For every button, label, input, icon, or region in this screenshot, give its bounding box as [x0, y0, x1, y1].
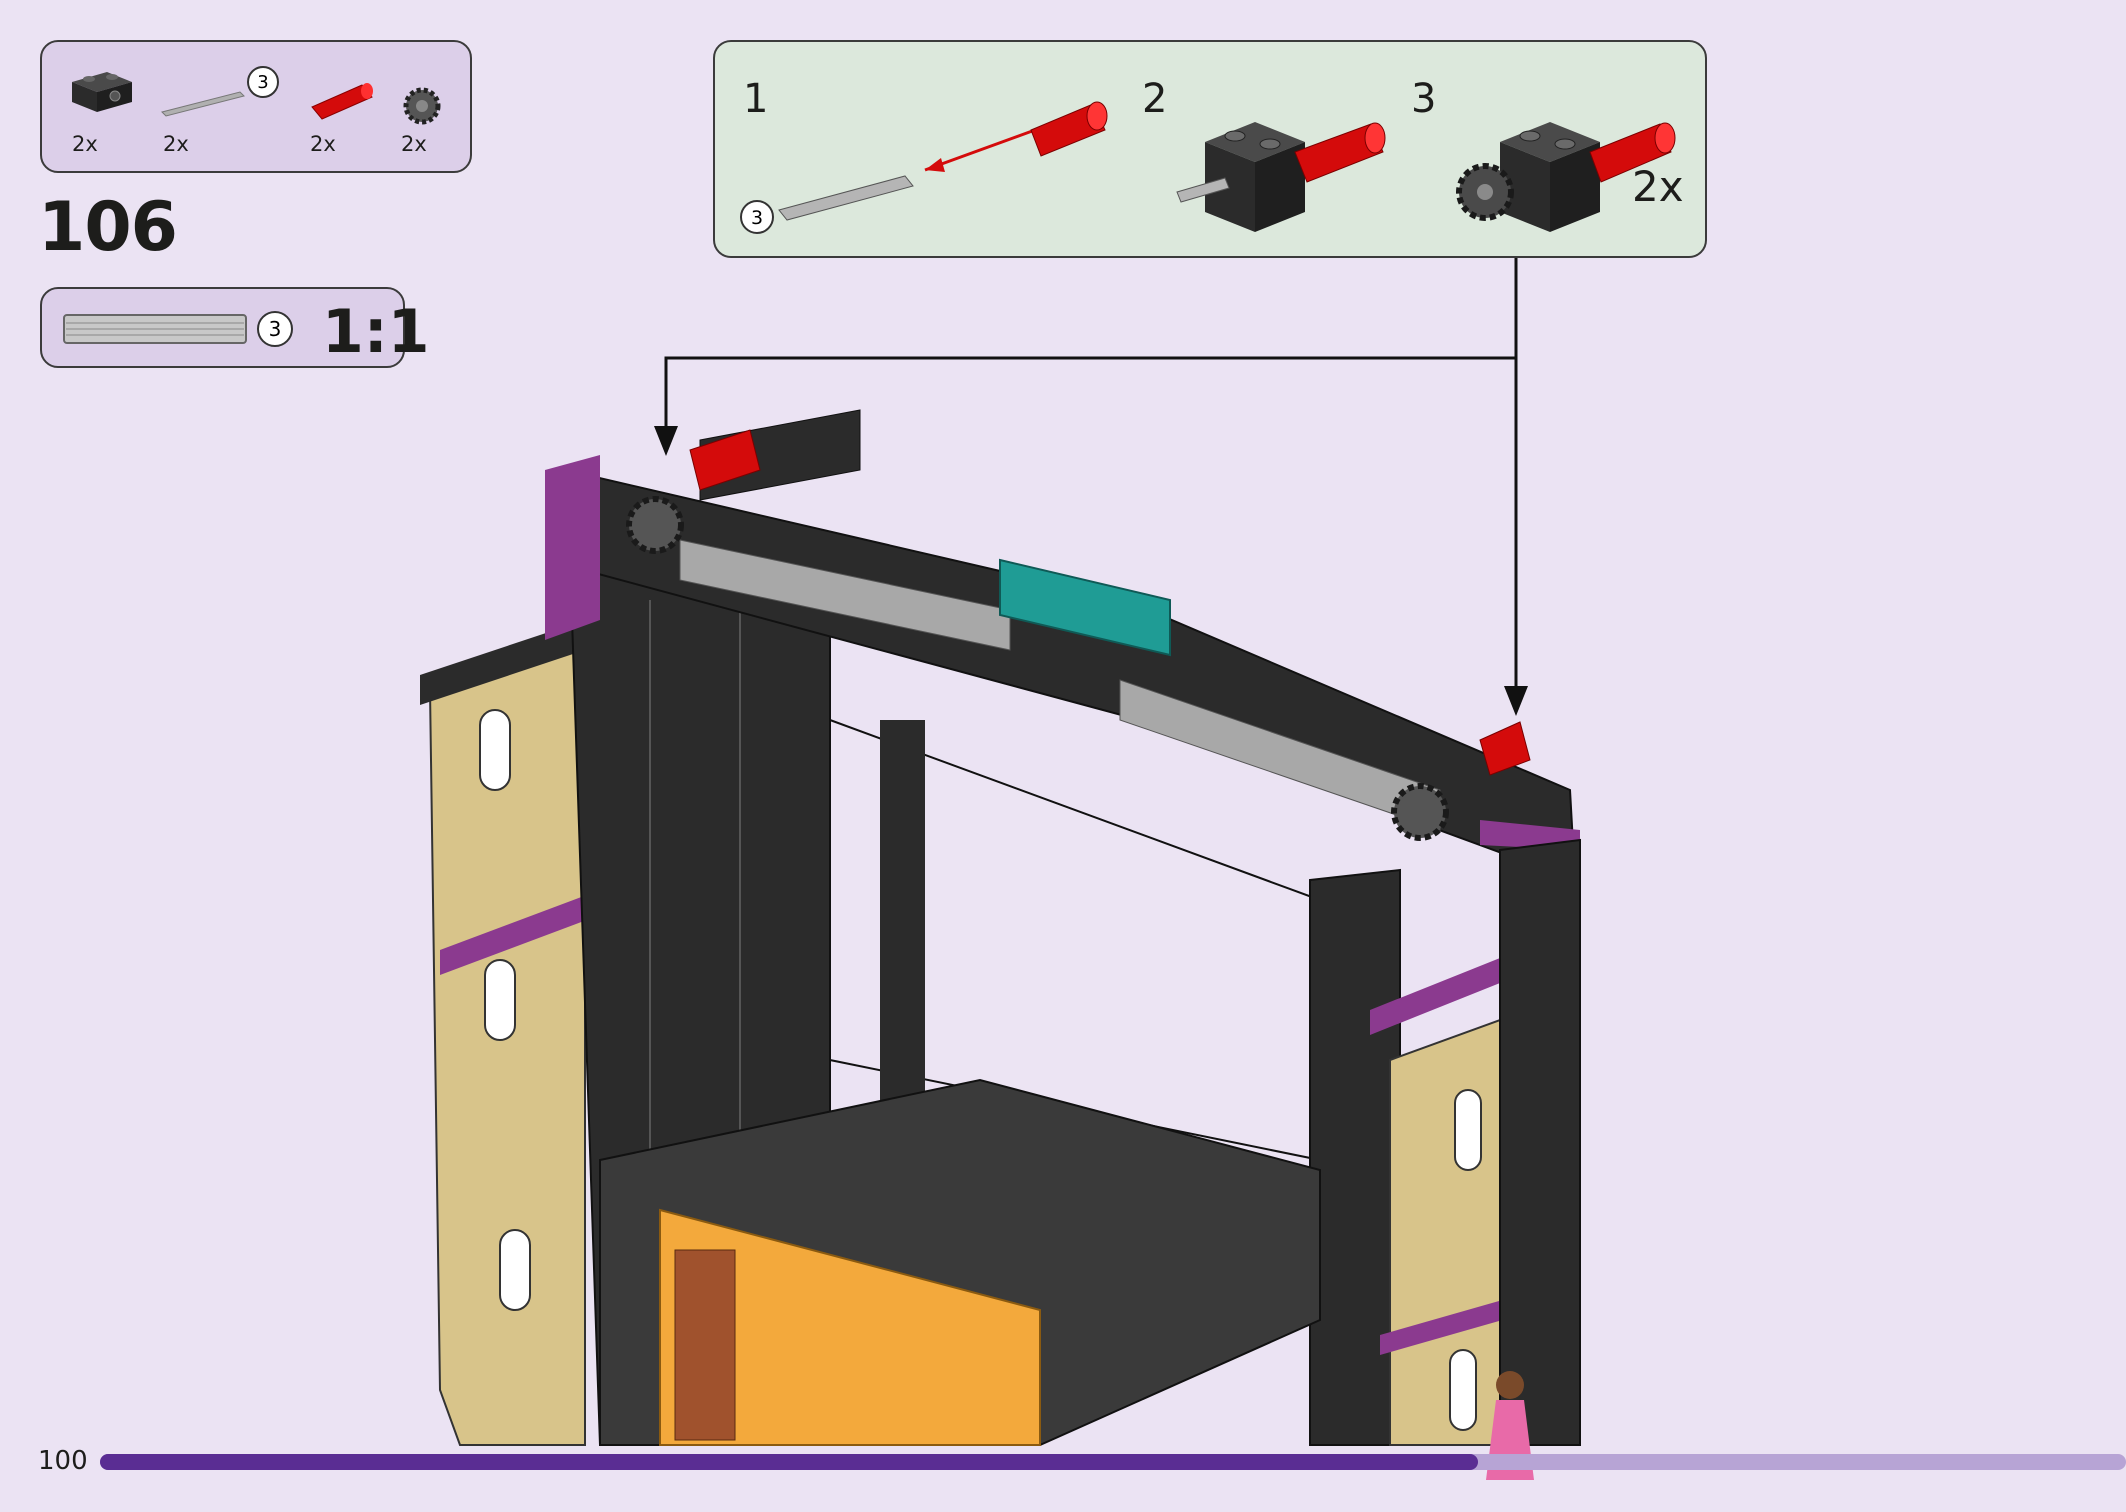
- part-qty: 2x: [163, 132, 189, 156]
- black-technic-brick-icon: [72, 72, 132, 112]
- roof-beam: [545, 409, 1580, 882]
- right-tower: [1309, 838, 1581, 1446]
- page-number: 100: [38, 1446, 88, 1476]
- step-number: 106: [38, 188, 178, 267]
- roof-gear-left: [626, 496, 684, 554]
- part-qty: 2x: [310, 132, 336, 156]
- callout-lines: [664, 258, 1518, 690]
- substep-3-illustration: [1456, 122, 1676, 232]
- callout-arrowhead-right: [1504, 686, 1528, 716]
- scale-ratio: 1:1: [322, 297, 430, 367]
- scale-callout-panel: 3 1:1: [40, 287, 430, 368]
- subassembly-panel: 1 2 3 3 2x: [713, 40, 1707, 258]
- axle-scale-icon: [63, 314, 247, 344]
- roof-gear-right: [1391, 783, 1449, 841]
- black-gear-icon: [403, 87, 441, 125]
- substep-1-illustration: [778, 101, 1108, 221]
- gray-axle-icon: [161, 91, 245, 117]
- roof-red-connector-right: [1479, 721, 1531, 776]
- substep-3-number: 3: [1411, 76, 1437, 122]
- subassembly-multiplier: 2x: [1632, 162, 1684, 211]
- axle-length-label: 3: [257, 72, 268, 93]
- callout-arrowhead-left: [654, 426, 678, 456]
- part-qty: 2x: [72, 132, 98, 156]
- floor-plate: [599, 1078, 1321, 1446]
- roof-red-connector-left: [689, 429, 761, 491]
- left-tower: [420, 615, 600, 1446]
- substep-2-number: 2: [1142, 76, 1168, 122]
- red-axle-connector-icon: [311, 83, 373, 120]
- substep-axle-length: 3: [751, 207, 763, 229]
- substep-2-illustration: [1176, 122, 1386, 232]
- parts-list-panel: 2x 3 2x 2x 2x: [40, 40, 472, 173]
- part-qty: 2x: [401, 132, 427, 156]
- substep-1-number: 1: [743, 76, 769, 122]
- progress-bar-fill: [100, 1454, 1478, 1470]
- length-circle-icon: 3: [247, 66, 279, 98]
- progress-bar: [100, 1454, 2126, 1470]
- scale-length-label: 3: [269, 317, 282, 341]
- window-frame-left: [880, 720, 925, 1120]
- length-circle-icon: 3: [257, 311, 293, 347]
- length-circle-icon: 3: [740, 200, 774, 234]
- insert-arrow: [924, 128, 1036, 172]
